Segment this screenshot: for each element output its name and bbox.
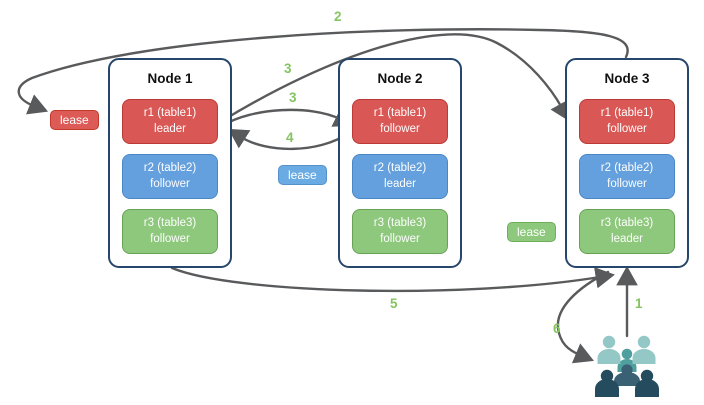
step-label-3b: 3 xyxy=(289,90,297,105)
lease-badge-table2: lease xyxy=(278,165,327,185)
node-2-replica-r2: r2 (table2) leader xyxy=(352,154,448,199)
replica-role-label: follower xyxy=(150,177,190,190)
replica-role-label: follower xyxy=(380,122,420,135)
replica-range-label: r2 (table2) xyxy=(143,162,197,175)
node-2-title: Node 2 xyxy=(377,71,423,86)
node-2-replica-r3: r3 (table3) follower xyxy=(352,209,448,254)
node-1-title: Node 1 xyxy=(147,71,193,86)
step-label-4: 4 xyxy=(286,130,294,145)
arrow-step-2-node3-to-lease xyxy=(17,28,629,115)
replica-role-label: follower xyxy=(150,232,190,245)
lease-badge-table3: lease xyxy=(507,222,556,242)
node-3-replica-r3: r3 (table3) leader xyxy=(579,209,675,254)
arrow-step-3-node1-to-node2 xyxy=(220,107,354,128)
step-label-5: 5 xyxy=(390,296,398,311)
replica-role-label: leader xyxy=(384,177,416,190)
arrow-step-3-node1-to-node3 xyxy=(220,33,570,123)
users-group-icon xyxy=(595,335,659,397)
step-label-6: 6 xyxy=(553,321,561,336)
replica-range-label: r1 (table1) xyxy=(373,107,427,120)
replica-range-label: r3 (table3) xyxy=(143,217,197,230)
arrow-step-6-node3-to-user xyxy=(556,270,610,364)
arrow-step-5-node1-to-node3 xyxy=(170,266,615,293)
step-label-1: 1 xyxy=(635,296,643,311)
replica-role-label: leader xyxy=(154,122,186,135)
node-2-replica-r1: r1 (table1) follower xyxy=(352,99,448,144)
arrow-step-4-node2-to-node1 xyxy=(228,128,351,151)
node-1-replica-r2: r2 (table2) follower xyxy=(122,154,218,199)
replica-role-label: leader xyxy=(611,232,643,245)
replica-role-label: follower xyxy=(380,232,420,245)
lease-badge-table1: lease xyxy=(50,110,99,130)
node-1-replica-r1: r1 (table1) leader xyxy=(122,99,218,144)
replica-range-label: r2 (table2) xyxy=(600,162,654,175)
node-3-title: Node 3 xyxy=(604,71,650,86)
node-3: Node 3 r1 (table1) follower r2 (table2) … xyxy=(565,58,689,268)
step-label-2: 2 xyxy=(334,9,342,24)
replica-role-label: follower xyxy=(607,122,647,135)
replica-range-label: r2 (table2) xyxy=(373,162,427,175)
replica-range-label: r3 (table3) xyxy=(373,217,427,230)
node-3-replica-r1: r1 (table1) follower xyxy=(579,99,675,144)
node-3-replica-r2: r2 (table2) follower xyxy=(579,154,675,199)
node-1: Node 1 r1 (table1) leader r2 (table2) fo… xyxy=(108,58,232,268)
replica-range-label: r3 (table3) xyxy=(600,217,654,230)
step-label-3a: 3 xyxy=(284,61,292,76)
replica-range-label: r1 (table1) xyxy=(600,107,654,120)
node-2: Node 2 r1 (table1) follower r2 (table2) … xyxy=(338,58,462,268)
node-1-replica-r3: r3 (table3) follower xyxy=(122,209,218,254)
replica-range-label: r1 (table1) xyxy=(143,107,197,120)
replica-role-label: follower xyxy=(607,177,647,190)
